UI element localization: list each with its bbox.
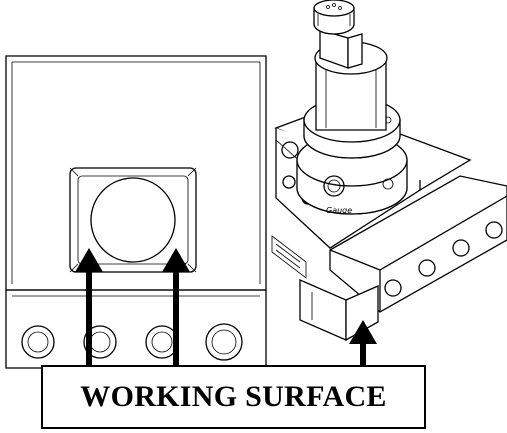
arrow-left bbox=[75, 248, 103, 372]
front-ports bbox=[21, 323, 243, 361]
svg-text:Gauge: Gauge bbox=[326, 206, 352, 215]
working-surface-label: WORKING SURFACE bbox=[80, 380, 387, 413]
isometric-view: Gauge bbox=[271, 0, 507, 342]
front-bar bbox=[329, 175, 507, 313]
arrow-middle bbox=[162, 248, 190, 372]
main-cylinder bbox=[313, 0, 388, 131]
square-pocket bbox=[69, 167, 197, 273]
working-surface-label-box: WORKING SURFACE bbox=[41, 365, 426, 429]
front-view-block bbox=[5, 55, 267, 369]
lower-mount bbox=[299, 279, 379, 342]
